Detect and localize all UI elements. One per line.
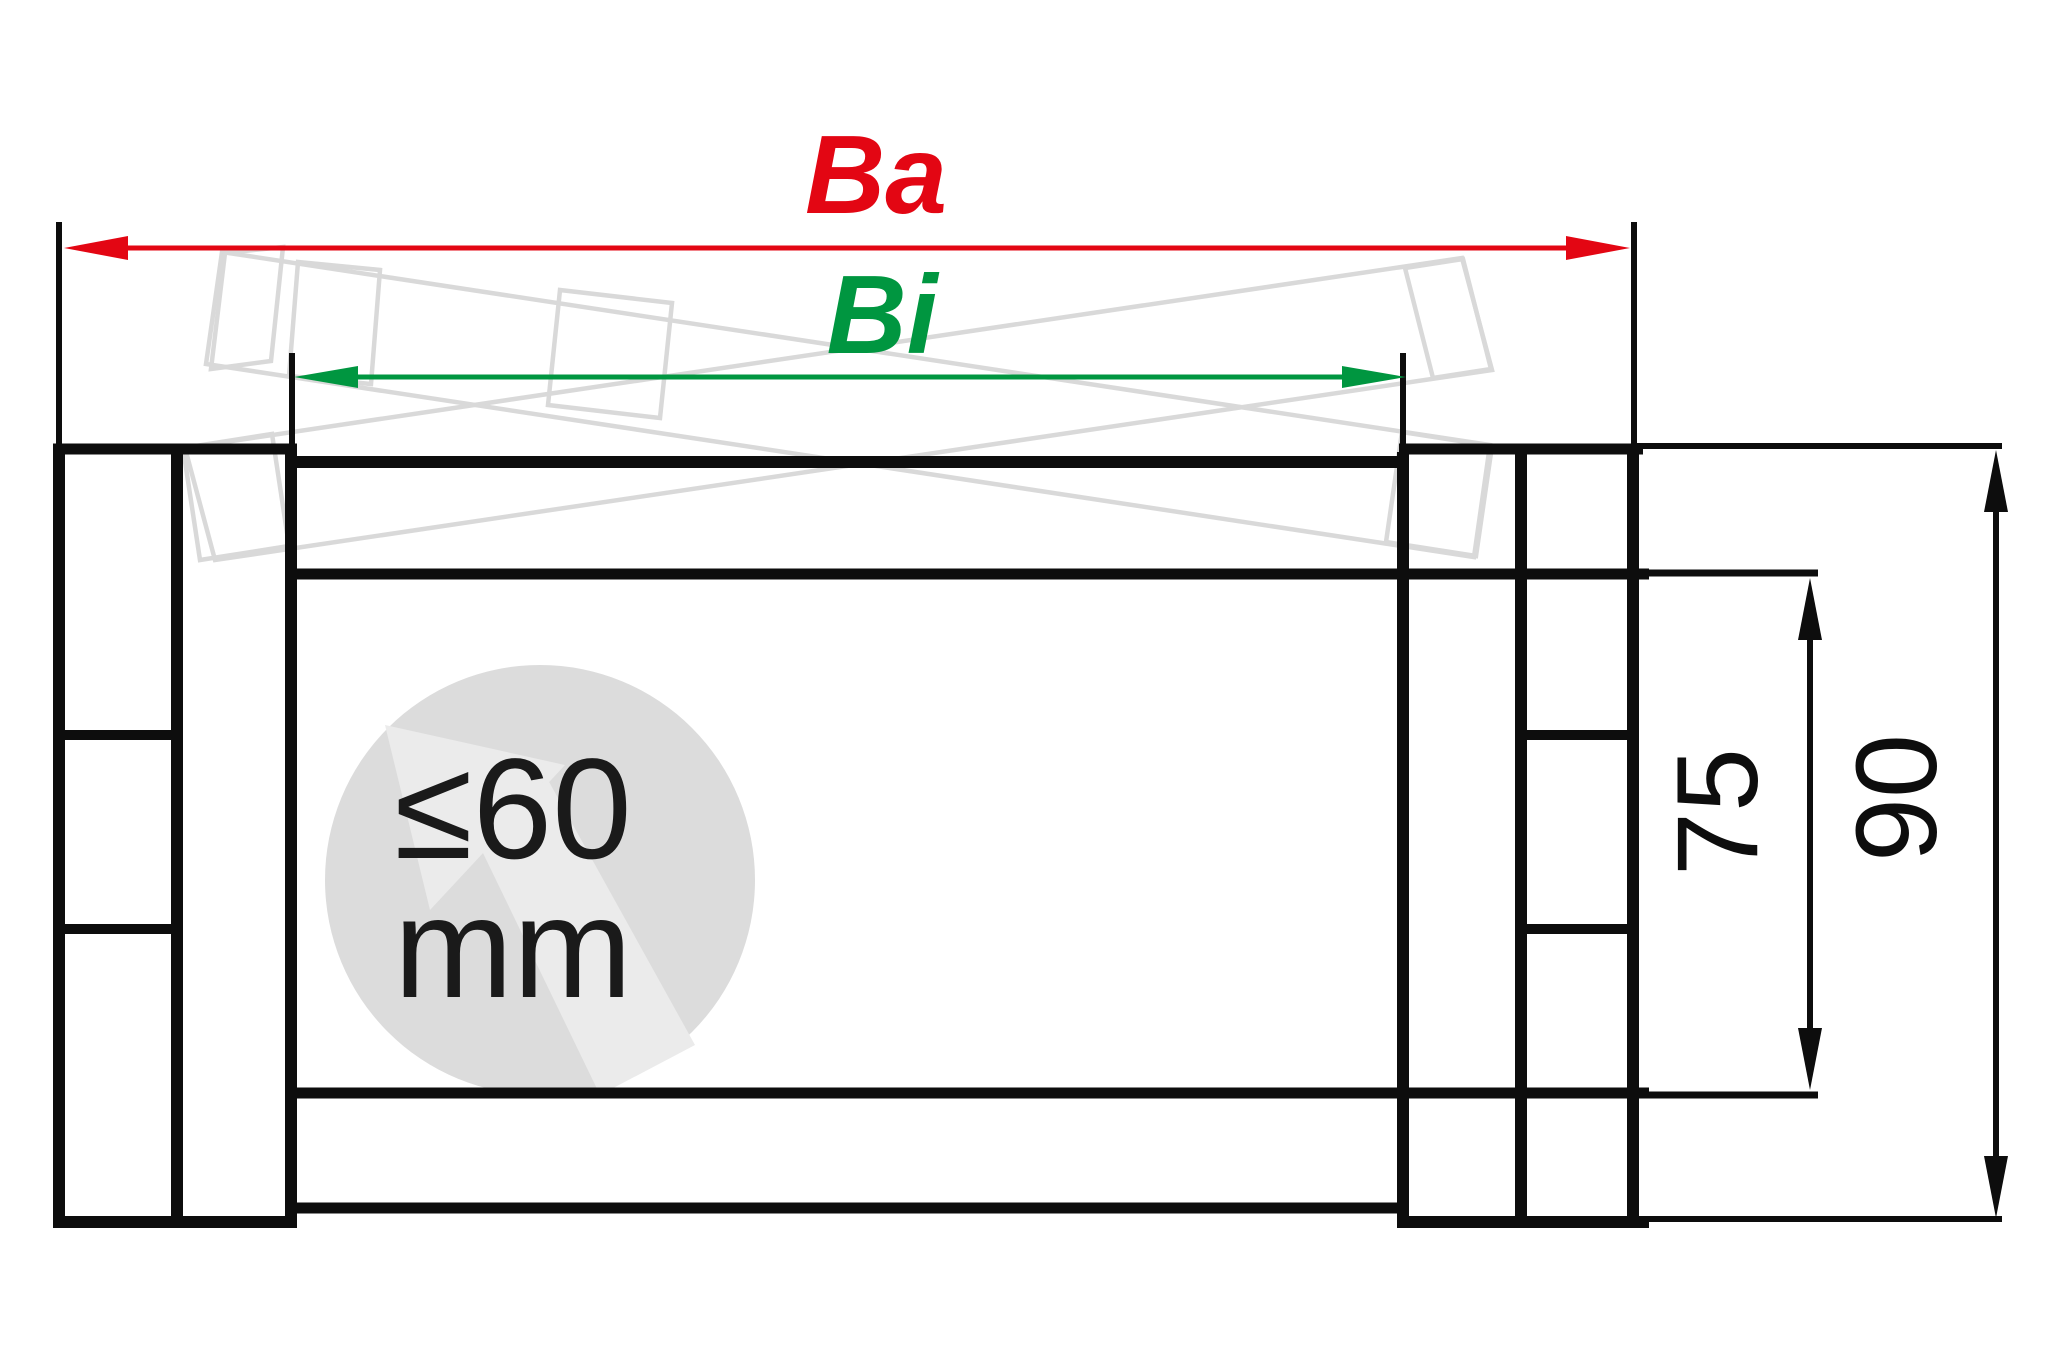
ghost-plate-right-low: [1383, 429, 1495, 559]
bi-arrowhead-left: [294, 366, 358, 388]
note-text-group: ≤60 mm: [394, 730, 632, 1028]
dim-90-arrowhead-down: [1984, 1156, 2008, 1218]
dim-75-arrowhead-up: [1798, 578, 1822, 640]
bi-label: Bi: [827, 253, 940, 377]
dim-75-label: 75: [1654, 748, 1782, 876]
dim-75-arrowhead-down: [1798, 1028, 1822, 1090]
note-max-diameter: ≤60: [394, 730, 632, 889]
ghost-plate-left-high: [208, 244, 286, 372]
height-dimensions: 75 90: [1654, 450, 2008, 1218]
bi-dimension: Bi: [294, 253, 1406, 388]
ba-arrowhead-left: [64, 236, 128, 260]
ba-label: Ba: [805, 113, 947, 237]
cable-note-badge: ≤60 mm: [325, 665, 755, 1095]
bi-arrowhead-right: [1342, 366, 1406, 388]
ghost-crossbar-section-1: [286, 259, 383, 387]
note-unit: mm: [394, 869, 632, 1028]
watermark-arrow-head: [385, 725, 565, 910]
note-watermark-arrow: [385, 725, 695, 1095]
body-outline: [53, 222, 2002, 1228]
ghost-plate-right-high: [1402, 256, 1494, 381]
ba-dimension: Ba: [64, 113, 1630, 260]
ghost-crossbar-section-2: [545, 287, 675, 421]
dim-90-label: 90: [1833, 734, 1961, 862]
dim-90-arrowhead-up: [1984, 450, 2008, 512]
watermark-arrow-shaft: [468, 780, 695, 1095]
ba-arrowhead-right: [1566, 236, 1630, 260]
